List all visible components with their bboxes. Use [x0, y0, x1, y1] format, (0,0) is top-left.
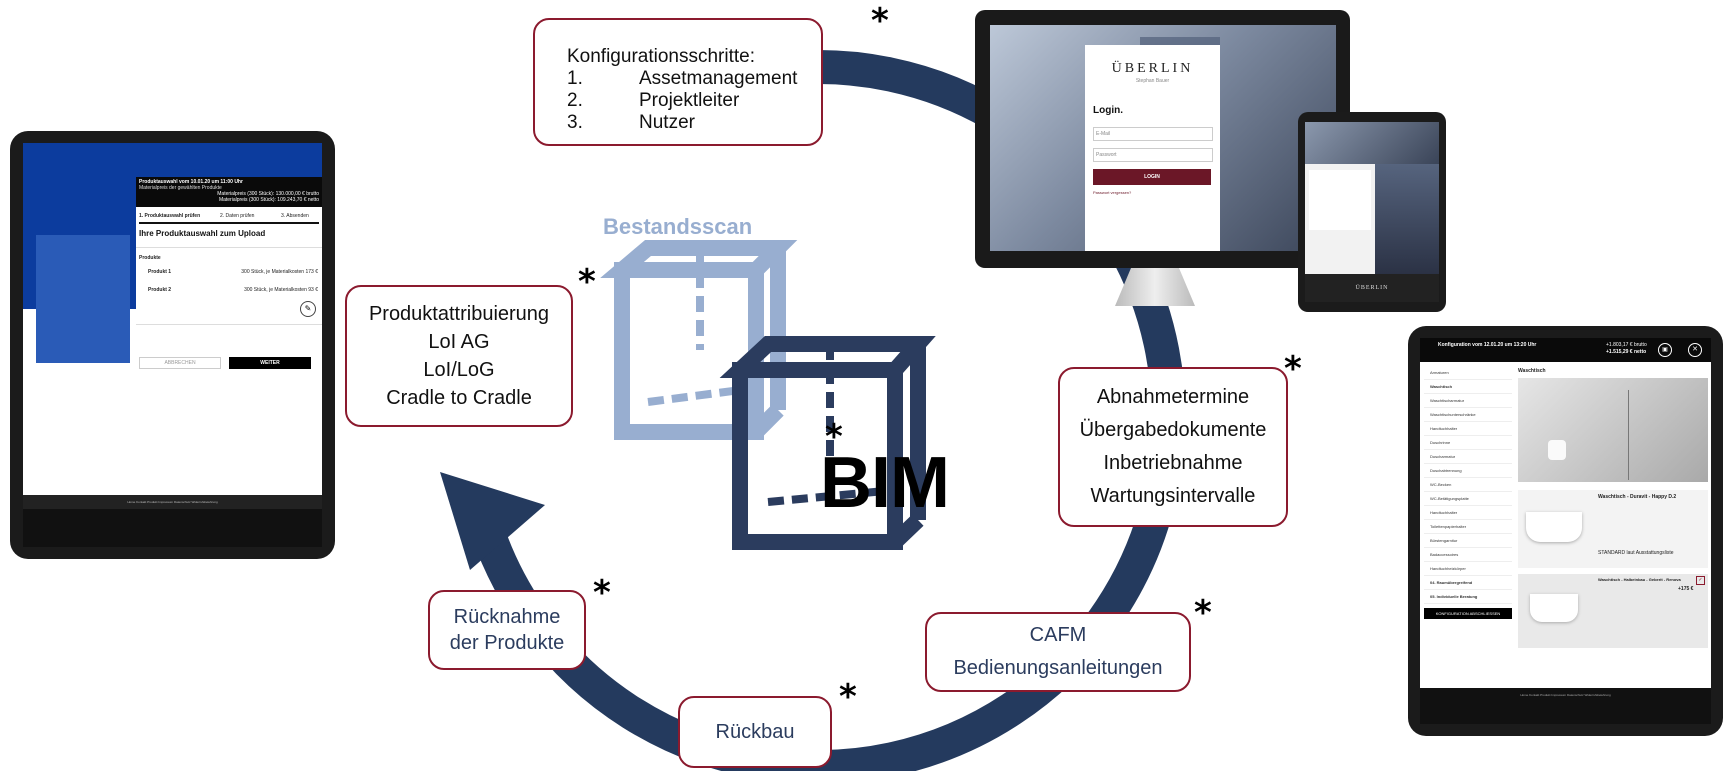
sink-image: [1530, 594, 1578, 622]
bim-cube: [719, 336, 936, 550]
product-price: +175 €: [1678, 586, 1694, 592]
sidebar-item[interactable]: WC-Becken: [1424, 478, 1512, 492]
sidebar-item[interactable]: Handtuchheizkörper: [1424, 562, 1512, 576]
sidebar-item[interactable]: Toilettenpapierhalter: [1424, 520, 1512, 534]
config-sidebar: Armaturen Waschtisch Waschtischarmatur W…: [1424, 366, 1512, 619]
tab-send[interactable]: 3. Absenden: [281, 213, 309, 219]
ruecknahme-box: Rücknahme der Produkte: [428, 590, 586, 670]
left-tablet: Produktauswahl vom 10.01.20 um 11:00 Uhr…: [10, 131, 335, 559]
footer-bottom: [23, 509, 322, 547]
asterisk: *: [825, 417, 843, 457]
divider: [136, 247, 322, 248]
config-step: 3.Nutzer: [567, 112, 695, 133]
sidebar-item[interactable]: Handtuchhalter: [1424, 506, 1512, 520]
wc-shape: [1548, 440, 1566, 460]
right-footer: Home Kontakt Produkt Impressum Datenschu…: [1420, 688, 1711, 724]
scan-label: Bestandsscan: [603, 214, 753, 239]
table-row: Produkt 2 300 Stück, je Materialkosten 9…: [148, 287, 318, 293]
handover-box: Abnahmetermine Übergabedokumente Inbetri…: [1058, 367, 1288, 527]
sidebar-item[interactable]: Duschrinne: [1424, 436, 1512, 450]
sidebar-item[interactable]: Waschtischarmatur: [1424, 394, 1512, 408]
sidebar-item[interactable]: Handtuchhalter: [1424, 422, 1512, 436]
small-tablet-screen: ÜBERLIN: [1305, 122, 1439, 302]
password-field[interactable]: Passwort: [1093, 148, 1213, 162]
cafm-box: CAFM Bedienungsanleitungen: [925, 612, 1191, 692]
finish-config-button[interactable]: KONFIGURATION ABSCHLIESSEN: [1424, 608, 1512, 619]
sidebar-item[interactable]: Waschtischunterschränke: [1424, 408, 1512, 422]
asterisk: *: [871, 1, 889, 41]
close-icon[interactable]: ✕: [1688, 343, 1702, 357]
shower-glass: [1628, 390, 1629, 480]
sidebar-item[interactable]: WC-Betätigungsplatte: [1424, 492, 1512, 506]
checkbox-icon[interactable]: ✓: [1696, 576, 1705, 585]
sidebar-item[interactable]: Waschtisch: [1424, 380, 1512, 394]
monitor-stand: [1115, 268, 1195, 306]
asterisk: *: [1284, 349, 1302, 389]
left-footer: Home Kontakt Produkt Impressum Datenschu…: [23, 495, 322, 509]
sidebar-item[interactable]: Duscharmatur: [1424, 450, 1512, 464]
monitor-screen: ÜBERLIN Stephan Bauer Login. E-Mail Pass…: [990, 25, 1336, 251]
product-title: Waschtisch - Duravit - Happy D.2: [1598, 494, 1677, 500]
login-title: Login.: [1093, 105, 1123, 116]
next-button[interactable]: WEITER: [229, 357, 311, 369]
brand-sub: Stephan Bauer: [1135, 78, 1170, 84]
product-attributes-box: Produktattribuierung LoI AG LoI/LoG Crad…: [345, 285, 573, 427]
checkout-panel: Produktauswahl vom 10.01.20 um 11:00 Uhr…: [136, 177, 322, 547]
divider: [136, 324, 322, 325]
rueckbau-box: Rückbau: [678, 696, 832, 768]
config-steps-box: Konfigurationsschritte: 1.Assetmanagemen…: [533, 18, 823, 146]
sidebar-item[interactable]: Badaccessoires: [1424, 548, 1512, 562]
product-card[interactable]: Waschtisch - Halbeinbau - Geberit - Reno…: [1518, 574, 1708, 648]
product-note: STANDARD laut Ausstattungsliste: [1598, 550, 1674, 556]
cancel-button[interactable]: ABBRECHEN: [139, 357, 221, 369]
config-title: Waschtisch: [1518, 368, 1546, 374]
config-header: Konfiguration vom 12.01.20 um 13:20 Uhr …: [1420, 338, 1711, 362]
asterisk: *: [578, 262, 596, 302]
small-tablet: ÜBERLIN: [1298, 112, 1446, 312]
checkout-header: Produktauswahl vom 10.01.20 um 11:00 Uhr…: [136, 177, 322, 207]
asterisk: *: [593, 573, 611, 613]
right-tablet: Konfiguration vom 12.01.20 um 13:20 Uhr …: [1408, 326, 1723, 736]
table-row: Produkt 1 300 Stück, je Materialkosten 1…: [148, 269, 318, 275]
sidebar-item[interactable]: 05. Individuelle Beratung: [1424, 590, 1512, 604]
product-title: Waschtisch - Halbeinbau - Geberit - Reno…: [1598, 577, 1681, 582]
sidebar-item[interactable]: Bürstengarnitur: [1424, 534, 1512, 548]
scan-cube: [600, 240, 798, 440]
small-brand: ÜBERLIN: [1355, 285, 1389, 291]
small-tower: [1375, 164, 1439, 274]
bathroom-photo: [1518, 378, 1708, 482]
sink-image: [1526, 512, 1582, 542]
bim-label: BIM: [820, 443, 950, 523]
upload-heading: Ihre Produktauswahl zum Upload: [139, 229, 266, 238]
sidebar-item[interactable]: Armaturen: [1424, 366, 1512, 380]
asterisk: *: [1194, 593, 1212, 633]
cycle-arrowhead: [440, 472, 545, 570]
sidebar-item[interactable]: Duschabtrennung: [1424, 464, 1512, 478]
config-step: 2.Projektleiter: [567, 90, 740, 111]
cube-graphic: [600, 240, 936, 550]
left-tablet-screen: Produktauswahl vom 10.01.20 um 11:00 Uhr…: [23, 143, 322, 547]
brand-logo: ÜBERLIN: [1111, 61, 1194, 76]
blue-panel: [36, 235, 130, 363]
tab-underline: [139, 222, 319, 224]
small-footer: ÜBERLIN: [1305, 274, 1439, 302]
config-steps-title: Konfigurationsschritte:: [567, 46, 755, 67]
save-icon[interactable]: ▣: [1658, 343, 1672, 357]
right-tablet-screen: Konfiguration vom 12.01.20 um 13:20 Uhr …: [1420, 338, 1711, 724]
login-button[interactable]: LOGIN: [1093, 169, 1211, 185]
forgot-password-link[interactable]: Passwort vergessen?: [1093, 190, 1132, 195]
list-title: Produkte: [139, 255, 161, 261]
login-card: ÜBERLIN Stephan Bauer Login. E-Mail Pass…: [1085, 45, 1220, 251]
tab-data[interactable]: 2. Daten prüfen: [220, 213, 255, 219]
tab-review[interactable]: 1. Produktauswahl prüfen: [139, 213, 201, 219]
asterisk: *: [839, 677, 857, 717]
sidebar-item[interactable]: 04. Raumübergreifend: [1424, 576, 1512, 590]
small-content: [1309, 170, 1371, 230]
product-card[interactable]: Waschtisch - Duravit - Happy D.2 STANDAR…: [1518, 490, 1708, 568]
config-step: 1.Assetmanagement: [567, 68, 798, 89]
edit-icon[interactable]: ✎: [300, 301, 316, 317]
small-hero: [1305, 122, 1439, 164]
email-field[interactable]: E-Mail: [1093, 127, 1213, 141]
